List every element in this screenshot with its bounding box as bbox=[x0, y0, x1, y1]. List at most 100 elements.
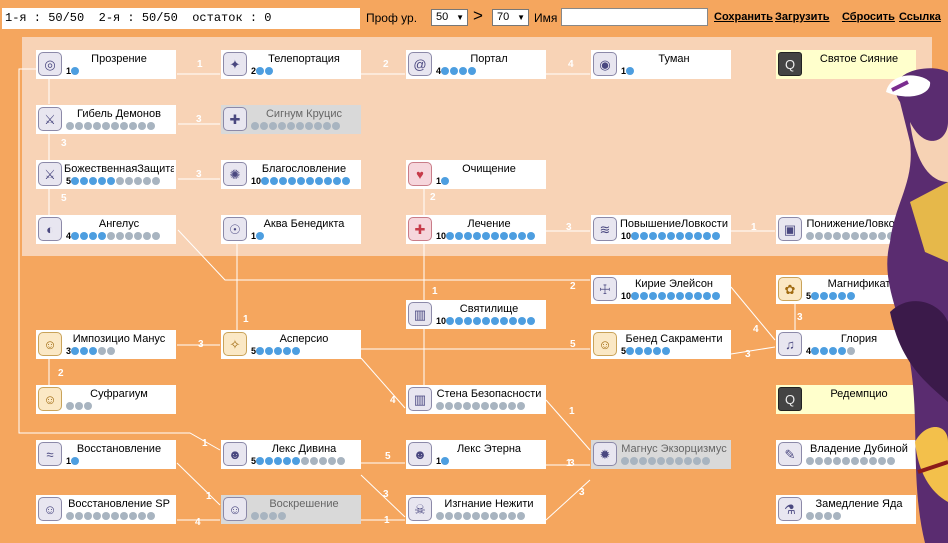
level-pip-9[interactable] bbox=[333, 177, 342, 185]
level-pip-5[interactable] bbox=[657, 457, 665, 465]
level-pip-2[interactable] bbox=[815, 512, 823, 520]
level-pip-1[interactable] bbox=[66, 512, 74, 520]
level-pip-5[interactable] bbox=[292, 347, 301, 355]
level-pip-8[interactable] bbox=[869, 232, 877, 240]
level-pip-10[interactable] bbox=[337, 457, 346, 465]
level-pip-1[interactable] bbox=[251, 122, 259, 130]
level-pip-2[interactable] bbox=[80, 177, 89, 185]
level-pip-2[interactable] bbox=[270, 177, 279, 185]
level-pip-5[interactable] bbox=[472, 512, 480, 520]
level-pip-2[interactable] bbox=[260, 512, 268, 520]
level-pip-4[interactable] bbox=[833, 232, 841, 240]
skill-node-magnus[interactable]: ✹Магнус Экзорцизмус bbox=[591, 440, 731, 469]
level-pip-5[interactable] bbox=[662, 347, 671, 355]
level-pip-3[interactable] bbox=[89, 232, 98, 240]
level-pip-2[interactable] bbox=[75, 512, 83, 520]
level-pip-3[interactable] bbox=[274, 457, 283, 465]
level-pip-1[interactable] bbox=[806, 232, 814, 240]
base-level-select[interactable]: 50▼ bbox=[431, 9, 468, 26]
level-pip-6[interactable] bbox=[296, 122, 304, 130]
skill-node-signum[interactable]: ✚Сигнум Круцис bbox=[221, 105, 361, 134]
skill-node-stena[interactable]: ▥Стена Безопасности bbox=[406, 385, 546, 414]
level-pip-5[interactable] bbox=[847, 347, 856, 355]
level-pip-1[interactable] bbox=[71, 232, 80, 240]
level-pip-7[interactable] bbox=[860, 232, 868, 240]
level-pip-7[interactable] bbox=[310, 457, 319, 465]
level-pip-4[interactable] bbox=[93, 122, 101, 130]
level-pip-9[interactable] bbox=[138, 512, 146, 520]
level-pip-4[interactable] bbox=[463, 512, 471, 520]
level-pip-4[interactable] bbox=[473, 317, 482, 325]
level-pip-4[interactable] bbox=[98, 347, 107, 355]
skill-node-sufragium[interactable]: ☺Суфрагиум bbox=[36, 385, 176, 414]
level-pip-7[interactable] bbox=[120, 122, 128, 130]
level-pip-4[interactable] bbox=[838, 347, 847, 355]
level-pip-4[interactable] bbox=[648, 457, 656, 465]
level-pip-1[interactable] bbox=[441, 457, 450, 465]
level-pip-5[interactable] bbox=[472, 402, 480, 410]
level-pip-6[interactable] bbox=[851, 232, 859, 240]
level-pip-4[interactable] bbox=[473, 232, 482, 240]
skill-node-voskr[interactable]: ☺Воскрешение bbox=[221, 495, 361, 524]
level-pip-1[interactable] bbox=[71, 67, 80, 75]
level-pip-8[interactable] bbox=[134, 232, 143, 240]
level-pip-3[interactable] bbox=[274, 347, 283, 355]
level-pip-1[interactable] bbox=[251, 512, 259, 520]
level-pip-3[interactable] bbox=[649, 232, 658, 240]
level-pip-5[interactable] bbox=[847, 292, 856, 300]
level-pip-8[interactable] bbox=[694, 292, 703, 300]
level-pip-4[interactable] bbox=[288, 177, 297, 185]
level-pip-1[interactable] bbox=[446, 317, 455, 325]
level-pip-10[interactable] bbox=[712, 292, 721, 300]
level-pip-10[interactable] bbox=[332, 122, 340, 130]
level-pip-9[interactable] bbox=[703, 232, 712, 240]
level-pip-7[interactable] bbox=[860, 457, 868, 465]
level-pip-2[interactable] bbox=[450, 67, 459, 75]
level-pip-7[interactable] bbox=[125, 177, 134, 185]
level-pip-8[interactable] bbox=[129, 122, 137, 130]
level-pip-5[interactable] bbox=[482, 317, 491, 325]
level-pip-6[interactable] bbox=[116, 177, 125, 185]
level-pip-2[interactable] bbox=[455, 232, 464, 240]
level-pip-6[interactable] bbox=[481, 402, 489, 410]
level-pip-1[interactable] bbox=[631, 232, 640, 240]
level-pip-9[interactable] bbox=[328, 457, 337, 465]
level-pip-1[interactable] bbox=[436, 402, 444, 410]
skill-node-gibel[interactable]: ⚔Гибель Демонов bbox=[36, 105, 176, 134]
skill-node-zamedl[interactable]: ⚗Замедление Яда bbox=[776, 495, 916, 524]
level-pip-2[interactable] bbox=[630, 457, 638, 465]
level-pip-5[interactable] bbox=[297, 177, 306, 185]
level-pip-3[interactable] bbox=[84, 512, 92, 520]
level-pip-10[interactable] bbox=[712, 232, 721, 240]
level-pip-3[interactable] bbox=[464, 317, 473, 325]
level-pip-8[interactable] bbox=[499, 512, 507, 520]
level-pip-2[interactable] bbox=[640, 232, 649, 240]
level-pip-3[interactable] bbox=[84, 402, 92, 410]
level-pip-6[interactable] bbox=[111, 512, 119, 520]
level-pip-5[interactable] bbox=[102, 122, 110, 130]
name-input[interactable] bbox=[561, 8, 708, 26]
level-pip-3[interactable] bbox=[824, 457, 832, 465]
level-pip-7[interactable] bbox=[490, 512, 498, 520]
level-pip-1[interactable] bbox=[626, 347, 635, 355]
level-pip-1[interactable] bbox=[436, 512, 444, 520]
level-pip-2[interactable] bbox=[75, 402, 83, 410]
level-pip-3[interactable] bbox=[829, 292, 838, 300]
level-pip-1[interactable] bbox=[441, 67, 450, 75]
level-pip-3[interactable] bbox=[649, 292, 658, 300]
level-pip-2[interactable] bbox=[75, 122, 83, 130]
level-pip-6[interactable] bbox=[116, 232, 125, 240]
level-pip-2[interactable] bbox=[635, 347, 644, 355]
level-pip-9[interactable] bbox=[878, 232, 886, 240]
